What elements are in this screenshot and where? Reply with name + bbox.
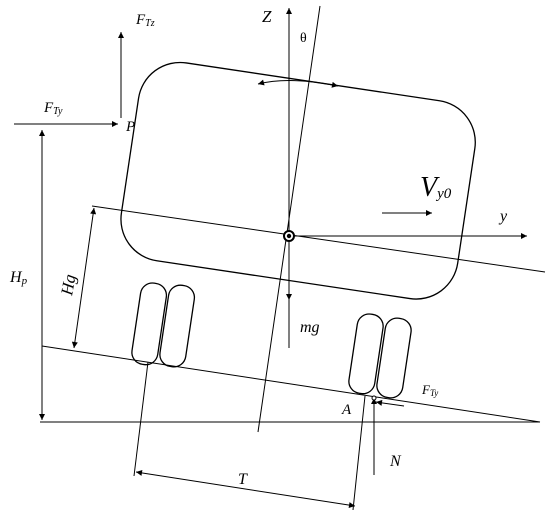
theta-label: θ	[300, 31, 307, 46]
a-label: A	[341, 402, 352, 418]
p-label: P	[125, 119, 135, 135]
mg-label: mg	[300, 319, 320, 336]
t-extension-right	[352, 395, 366, 511]
point-a	[371, 395, 377, 401]
slope-line	[41, 345, 541, 423]
wheel-left-outer	[131, 282, 168, 366]
hp-label: Hp	[9, 269, 28, 287]
t-label: T	[238, 471, 248, 488]
fty-left-label: FTy	[43, 100, 63, 117]
wheel-left-inner	[159, 284, 196, 368]
fty-right-label: FTy	[421, 382, 438, 398]
body-vertical-axis	[257, 5, 321, 433]
vy0-label: Vy0	[420, 172, 452, 203]
n-label: N	[389, 453, 402, 470]
hg-label: Hg	[57, 273, 79, 298]
fty-right-arrow	[375, 399, 405, 407]
theta-arc	[257, 79, 339, 88]
y-label: y	[498, 208, 508, 225]
wheel-right-inner	[376, 317, 412, 399]
ftz-label: FTz	[135, 12, 155, 29]
wheel-right-outer	[348, 313, 384, 395]
z-label: Z	[262, 7, 272, 26]
t-dimension	[135, 469, 356, 509]
body-transverse-axis	[91, 205, 546, 273]
t-extension-left	[133, 361, 149, 477]
hg-dimension	[71, 207, 97, 349]
